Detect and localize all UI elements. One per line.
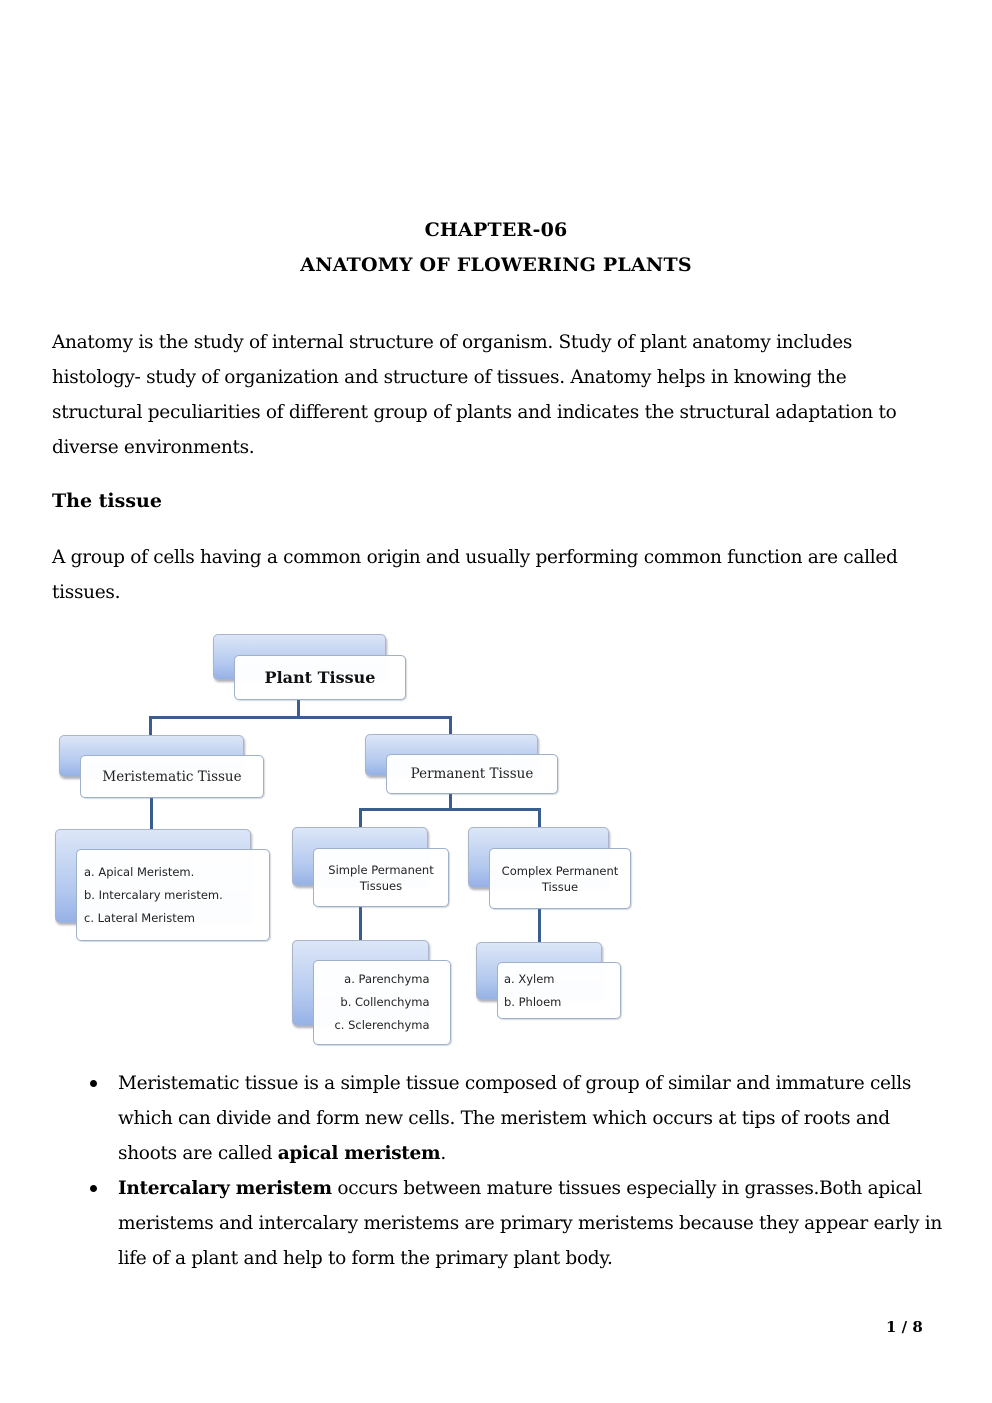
list-item: a. Xylem: [504, 971, 555, 986]
section-heading: The tissue: [52, 490, 162, 512]
bullet-icon: [90, 1080, 97, 1087]
connector-to-complex: [538, 808, 541, 828]
intro-paragraph: Anatomy is the study of internal structu…: [52, 332, 897, 458]
simple-tissue-types-list: a. Parenchyma b. Collenchyma c. Sclerenc…: [334, 968, 429, 1037]
node-label-line2: Tissue: [541, 879, 579, 894]
bullet-item-meristematic: Meristematic tissue is a simple tissue c…: [52, 1066, 942, 1171]
list-item: b. Intercalary meristem.: [84, 887, 223, 902]
chapter-title: ANATOMY OF FLOWERING PLANTS: [300, 254, 692, 276]
connector-root-down: [297, 698, 300, 718]
connector-simple-down: [359, 906, 362, 942]
complex-tissue-types-list: a. Xylem b. Phloem: [504, 968, 561, 1014]
list-item: c. Sclerenchyma: [334, 1018, 430, 1032]
list-item: c. Lateral Meristem: [84, 910, 195, 925]
connector-root-horizontal: [149, 716, 452, 719]
node-label-line1: Complex Permanent: [501, 863, 619, 878]
meristem-types-list: a. Apical Meristem. b. Intercalary meris…: [84, 861, 223, 930]
tissue-definition: A group of cells having a common origin …: [52, 547, 898, 603]
chapter-number: CHAPTER-06: [424, 219, 568, 241]
bold-term: apical meristem: [277, 1143, 441, 1164]
bullet-item-intercalary: Intercalary meristem occurs between matu…: [52, 1171, 942, 1276]
connector-complex-down: [538, 908, 541, 943]
connector-meristematic-down: [150, 796, 153, 830]
node-label: Plant Tissue: [234, 655, 406, 700]
connector-permanent-down: [449, 792, 452, 810]
node-label: Permanent Tissue: [386, 754, 558, 794]
bullet-icon: [90, 1185, 97, 1192]
list-item: b. Phloem: [504, 994, 562, 1009]
node-label-line1: Simple Permanent: [328, 862, 434, 877]
node-label: Meristematic Tissue: [80, 755, 264, 798]
node-label-line2: Tissues: [359, 878, 403, 893]
bold-term: Intercalary meristem: [118, 1178, 332, 1199]
connector-to-simple: [359, 808, 362, 828]
list-item: b. Collenchyma: [340, 995, 430, 1009]
page-number: 1 / 8: [886, 1318, 923, 1336]
connector-to-meristematic: [149, 716, 152, 736]
connector-permanent-horizontal: [359, 808, 541, 811]
plant-tissue-diagram: Plant Tissue Meristematic Tissue Permane…: [50, 628, 650, 1053]
list-item: a. Parenchyma: [344, 972, 430, 986]
connector-to-permanent: [449, 716, 452, 736]
bullet-list: Meristematic tissue is a simple tissue c…: [52, 1066, 942, 1276]
list-item: a. Apical Meristem.: [84, 864, 195, 879]
